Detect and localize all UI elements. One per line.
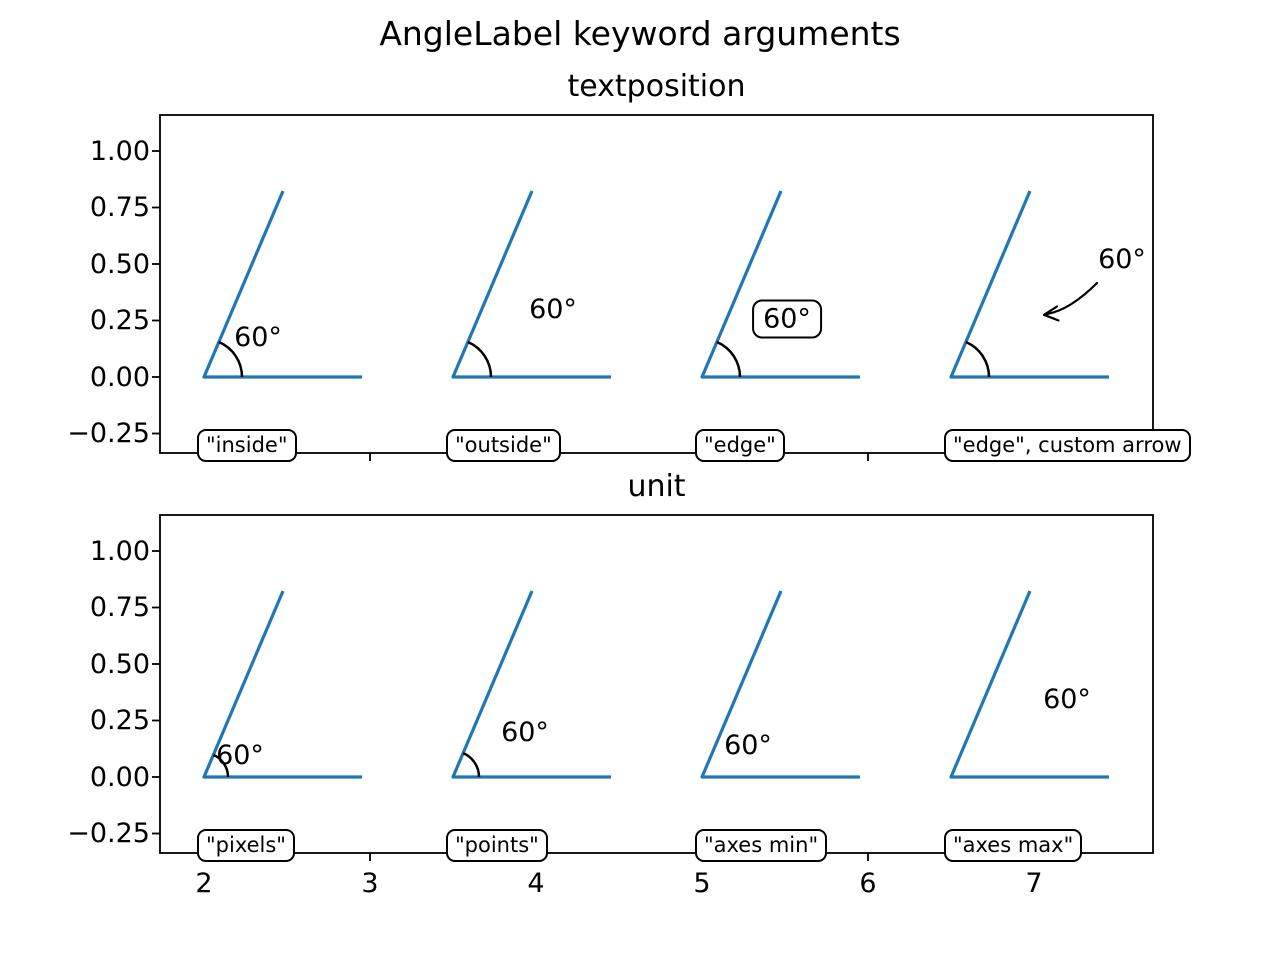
ytick-label: −0.25 <box>67 818 150 849</box>
angle-lines-points <box>451 590 611 779</box>
angle-label-outside: 60° <box>529 294 577 325</box>
angle-lines-edge-arrow <box>949 190 1109 379</box>
ytick-label: 0.25 <box>89 705 150 736</box>
angle-label-inside: 60° <box>234 322 282 353</box>
ytick-label: 0.50 <box>89 649 150 680</box>
ytick-label: −0.25 <box>67 418 150 449</box>
angle-arc <box>467 340 493 378</box>
angle-label-axes-max: 60° <box>1043 684 1091 715</box>
xtick-label: 6 <box>859 868 877 899</box>
angle-label-points: 60° <box>501 717 549 748</box>
subplot1-ytick-marks <box>152 150 160 435</box>
xtick-label: 3 <box>361 868 379 899</box>
caption-edge-custom-arrow: "edge", custom arrow <box>944 429 1191 462</box>
ytick-label: 0.00 <box>89 762 150 793</box>
caption-axes-min: "axes min" <box>695 829 828 862</box>
caption-inside: "inside" <box>197 429 297 462</box>
ytick-label: 0.25 <box>89 305 150 336</box>
angle-lines-pixels <box>202 590 362 779</box>
subplot2-title: unit <box>627 469 686 504</box>
arrow-shaft <box>1045 281 1099 316</box>
xtick-label: 2 <box>195 868 213 899</box>
angle-arc <box>462 751 481 778</box>
angle-lines-inside <box>202 190 362 379</box>
caption-pixels: "pixels" <box>197 829 295 862</box>
arrow-head <box>1042 305 1060 322</box>
xtick-label: 4 <box>527 868 545 899</box>
subplot1-title: textposition <box>567 69 746 104</box>
caption-axes-max: "axes max" <box>944 829 1083 862</box>
caption-points: "points" <box>446 829 548 862</box>
ytick-label: 0.75 <box>89 592 150 623</box>
subplot1-angle-arcs <box>218 340 991 378</box>
angle-label-axes-min: 60° <box>724 730 772 761</box>
subplot1-axes-frame <box>159 114 1154 454</box>
angle-lines-axes-min <box>700 590 860 779</box>
caption-edge: "edge" <box>695 429 785 462</box>
subplot2-angle-arcs <box>212 751 481 778</box>
subplot1-xtick-marks <box>203 453 1035 461</box>
curved-annotation-arrow <box>1042 281 1099 322</box>
ytick-label: 0.75 <box>89 192 150 223</box>
ytick-label: 1.00 <box>89 136 150 167</box>
subplot2-ytick-marks <box>152 550 160 835</box>
angle-label-edge-boxed: 60° <box>752 299 822 339</box>
xtick-label: 7 <box>1025 868 1043 899</box>
subplot2-axes-frame <box>159 514 1154 854</box>
angle-lines-edge <box>700 190 860 379</box>
angle-label-edge-arrow: 60° <box>1098 244 1146 275</box>
angle-lines-axes-max <box>949 590 1109 779</box>
figure-suptitle: AngleLabel keyword arguments <box>379 14 901 53</box>
ytick-label: 1.00 <box>89 536 150 567</box>
angle-arc <box>218 340 244 378</box>
ytick-label: 0.00 <box>89 362 150 393</box>
xtick-label: 5 <box>693 868 711 899</box>
caption-outside: "outside" <box>446 429 561 462</box>
ytick-label: 0.50 <box>89 249 150 280</box>
angle-lines-outside <box>451 190 611 379</box>
subplot2-xtick-marks <box>203 853 1035 861</box>
subplot1-angle-rays <box>202 190 1109 379</box>
angle-label-pixels: 60° <box>216 740 264 771</box>
angle-arc <box>716 340 742 378</box>
subplot2-angle-rays <box>202 590 1109 779</box>
angle-arc <box>965 340 991 378</box>
angle-arc <box>212 753 230 778</box>
